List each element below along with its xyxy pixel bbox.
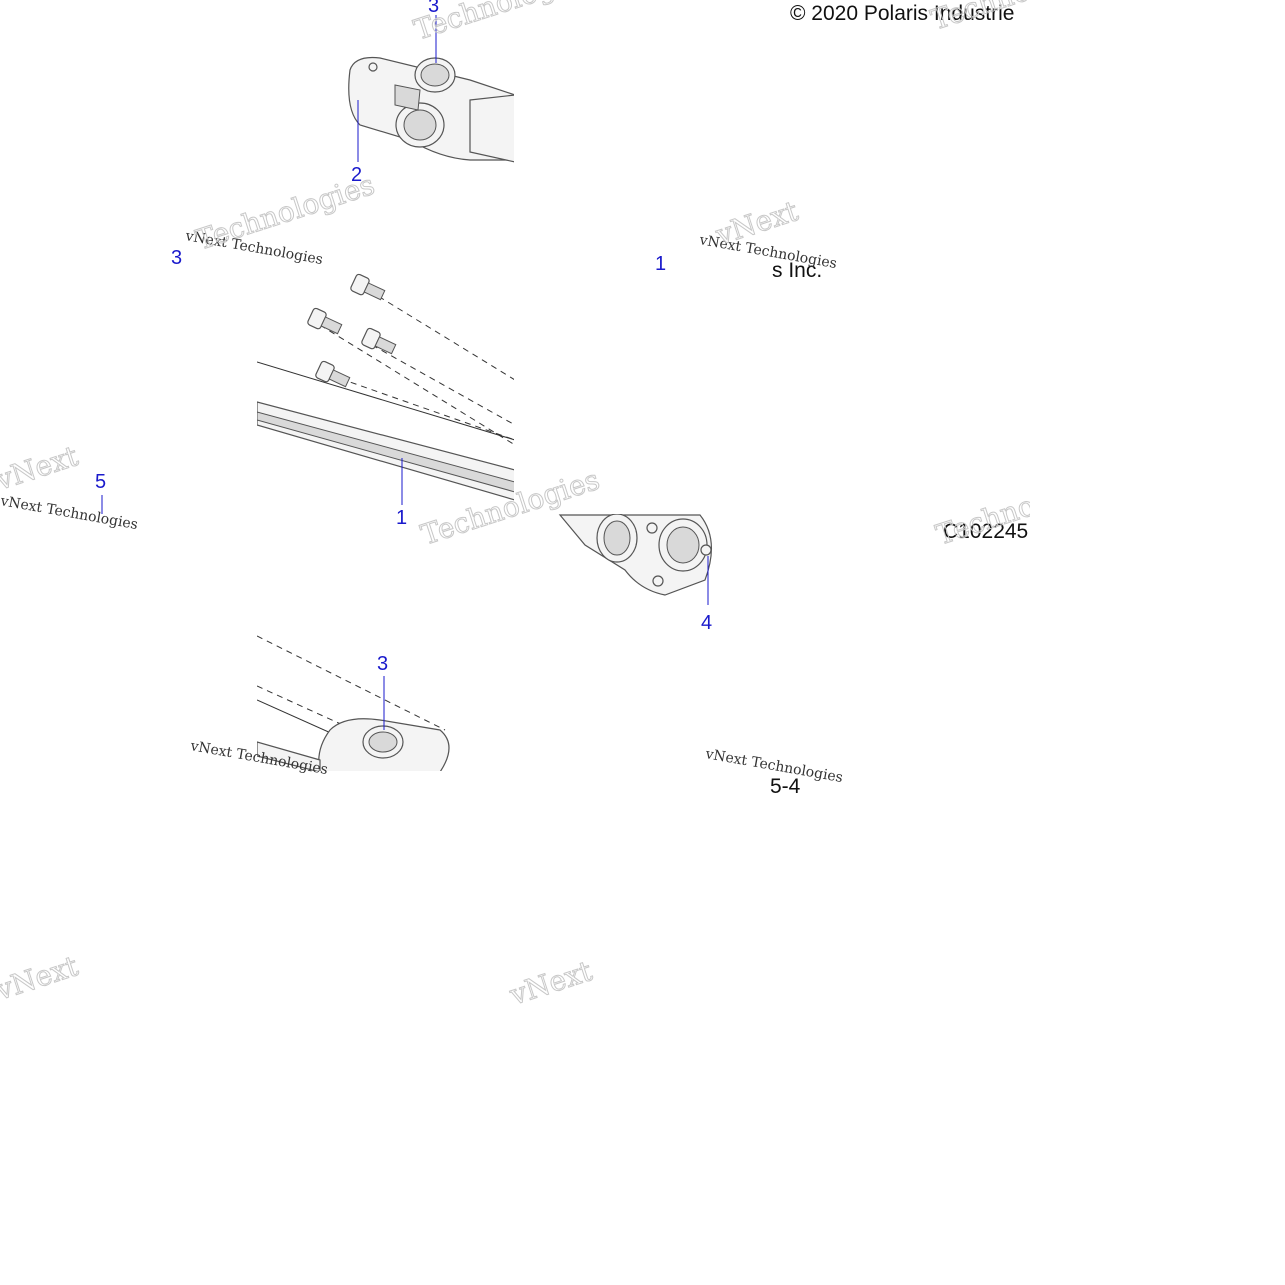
copyright-fragment: s Inc.: [772, 259, 822, 282]
callout-2: 2: [351, 164, 362, 186]
u-joint-yoke-top: [348, 15, 514, 163]
figure-code-fragment: 5-4: [770, 775, 801, 798]
callout-3-partial: 3: [171, 247, 182, 269]
callout-5: 5: [95, 471, 106, 493]
callout-1-shaft: 1: [396, 507, 407, 529]
figure-code: C102245: [943, 520, 1028, 543]
flange-housing: [558, 514, 713, 605]
callout-1-top: 1: [655, 253, 666, 275]
callout-3-top: 3: [428, 0, 439, 17]
u-joint-bottom: [257, 635, 450, 771]
callout-4: 4: [701, 612, 712, 634]
copyright-text: © 2020 Polaris Industrie: [790, 2, 1014, 25]
watermark-outline: vNext: [0, 439, 83, 497]
watermark-text: vNext Technologies: [0, 493, 139, 533]
watermark-outline: vNext: [0, 949, 83, 1007]
prop-shaft: [257, 401, 514, 505]
mounting-bolts: [257, 273, 514, 445]
watermark-outline: Technologies: [410, 0, 596, 47]
callout-3-bottom: 3: [377, 653, 388, 675]
watermark-group: vNext Technologies Technologies vNext Te…: [0, 0, 1119, 1012]
